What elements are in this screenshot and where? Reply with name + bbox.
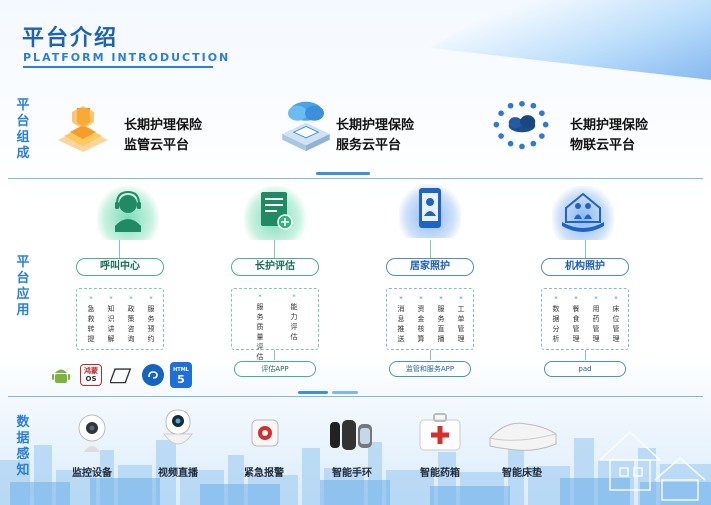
tablet-icon: [110, 364, 132, 386]
platform-supervision: 长期护理保险监管云平台: [124, 118, 203, 153]
connector-line: [430, 240, 431, 258]
mobile-caregiver-icon: [399, 184, 461, 238]
detail-column: *数据分析: [552, 295, 560, 343]
webcam-icon: [62, 410, 122, 456]
platform-service: 长期护理保险服务云平台: [336, 118, 415, 153]
side-label-application: 平台 应用: [16, 255, 30, 318]
iot-cloud-icon: [493, 100, 549, 150]
detail-column: *能力评估: [290, 293, 298, 341]
service-details-assessment: *服务质量评估 *能力评估: [231, 288, 319, 361]
device-label-monitoring: 监控设备: [72, 468, 112, 479]
service-label-assessment[interactable]: 长护评估: [231, 258, 319, 276]
connector-line: [274, 350, 275, 360]
mini-program-icon: [142, 364, 164, 386]
subtitle-underline: [23, 66, 213, 68]
divider-accent: [298, 391, 328, 394]
service-label-call-center[interactable]: 呼叫中心: [76, 258, 164, 276]
device-label-emergency-alarm: 紧急报警: [244, 468, 284, 479]
detail-column: *急救转提: [87, 295, 95, 343]
detail-column: *床位管理: [612, 295, 620, 343]
service-details-home-care: *消息推送 *资金核算 *服务直播 *工单管理: [386, 288, 474, 350]
detail-column: *餐食管理: [572, 295, 580, 343]
device-label-smart-band: 智能手环: [332, 468, 372, 479]
medicine-box-icon: [410, 410, 470, 456]
service-details-call-center: *急救转提 *知识讲解 *政策咨询 *服务预约: [76, 288, 164, 350]
device-label-live-video: 视频直播: [158, 468, 198, 479]
ptz-camera-icon: [148, 406, 208, 452]
alarm-button-icon: [234, 412, 294, 458]
app-pill-supervision-service[interactable]: 监管和服务APP: [389, 361, 471, 377]
app-pill-assessment[interactable]: 评估APP: [234, 361, 316, 377]
connector-line: [430, 350, 431, 360]
shield-cube-icon: [58, 106, 108, 152]
header-decoration: [430, 0, 711, 80]
detail-column: *用药管理: [592, 295, 600, 343]
headset-agent-icon: [97, 186, 159, 240]
connector-line: [119, 240, 120, 258]
service-label-home-care[interactable]: 居家照护: [386, 258, 474, 276]
connector-line: [274, 240, 275, 258]
city-skyline-background: [0, 430, 711, 505]
divider-accent: [316, 172, 370, 175]
cloud-server-icon: [282, 101, 330, 152]
section-divider: [8, 178, 703, 179]
institution-care-icon: [552, 186, 614, 240]
side-label-platform: 平台 组成: [16, 98, 30, 161]
divider-accent: [332, 391, 358, 394]
connector-line: [585, 240, 586, 258]
assessment-doc-icon: [244, 186, 306, 240]
smart-mattress-icon: [486, 412, 558, 458]
service-details-institution-care: *数据分析 *餐食管理 *用药管理 *床位管理: [541, 288, 629, 350]
detail-column: *知识讲解: [107, 295, 115, 343]
side-label-sensing: 数据 感知: [16, 415, 30, 478]
platform-iot: 长期护理保险物联云平台: [570, 118, 649, 153]
detail-column: *工单管理: [457, 295, 465, 343]
detail-column: *服务质量评估: [256, 293, 264, 361]
detail-column: *服务直播: [437, 295, 445, 343]
service-label-institution-care[interactable]: 机构照护: [541, 258, 629, 276]
device-label-medicine-box: 智能药箱: [420, 468, 460, 479]
device-label-smart-mattress: 智能床垫: [502, 468, 542, 479]
section-divider: [8, 396, 703, 397]
page-subtitle: PLATFORM INTRODUCTION: [23, 51, 231, 64]
detail-column: *政策咨询: [127, 295, 135, 343]
smart-band-icon: [322, 412, 382, 458]
connector-line: [585, 350, 586, 360]
app-pill-pad[interactable]: pad: [544, 361, 626, 377]
android-icon: [50, 364, 72, 386]
page-title: 平台介绍: [22, 26, 119, 51]
detail-column: *消息推送: [397, 295, 405, 343]
detail-column: *服务预约: [147, 295, 155, 343]
detail-column: *资金核算: [417, 295, 425, 343]
